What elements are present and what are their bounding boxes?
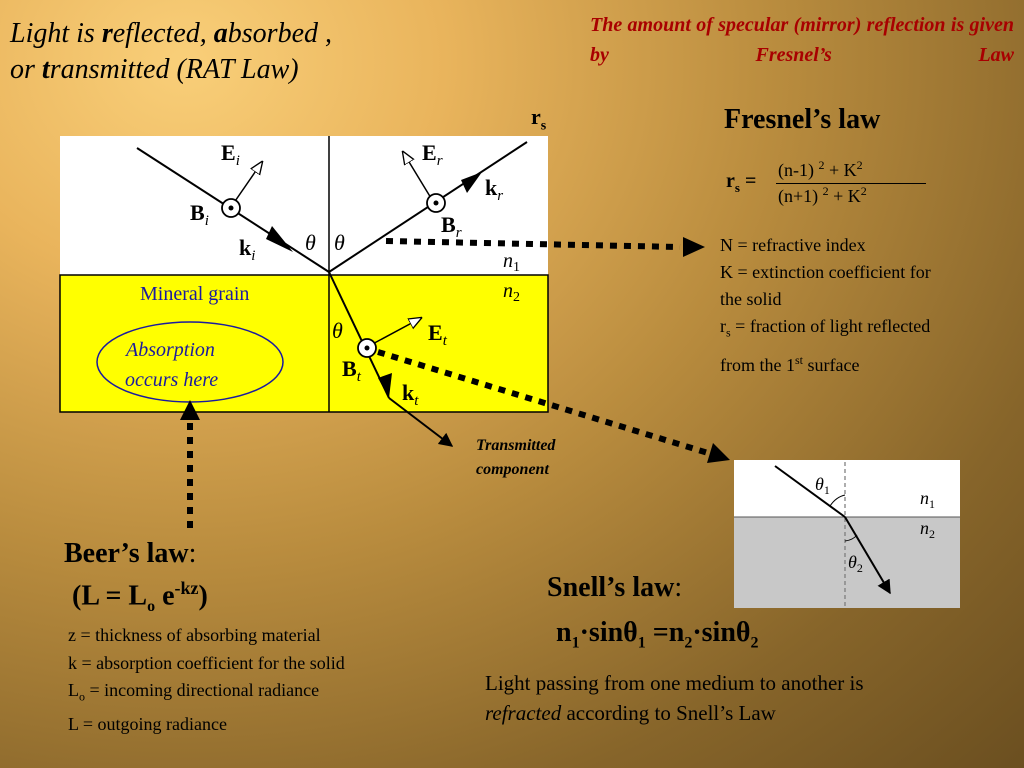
k-incident-label: ki <box>239 235 255 264</box>
snell-n2-label: n2 <box>920 518 935 541</box>
mineral-grain-label: Mineral grain <box>140 283 249 305</box>
b-transmitted-symbol <box>357 338 377 358</box>
pointer-to-snell <box>377 349 709 456</box>
beer-equation: (L = Lo e-kz) <box>72 578 208 615</box>
snell-angle1-arc <box>829 494 846 507</box>
absorption-line2: occurs here <box>125 369 218 391</box>
snell-n1-label: n1 <box>920 488 935 511</box>
snell-equation: n1·sinθ1 =n2·sinθ2 <box>556 617 759 652</box>
snell-incident-ray <box>774 465 846 518</box>
k-reflected-label: kr <box>485 175 503 204</box>
fresnel-fraction-bar <box>776 183 926 184</box>
fresnel-numerator: (n-1) 2 + K2 <box>778 158 863 180</box>
pointer-to-fresnel-head <box>683 237 705 257</box>
fresnel-lhs: rs = <box>726 170 757 195</box>
fresnel-legend: N = refractive index K = extinction coef… <box>720 235 931 375</box>
n2-label: n2 <box>503 280 520 305</box>
snell-angle2-arc <box>844 534 858 542</box>
snell-theta1-label: θ1 <box>815 474 830 497</box>
absorption-line1: Absorption <box>124 339 215 361</box>
e-incident-vector <box>230 162 262 208</box>
e-reflected-vector <box>403 152 435 204</box>
rs-label: rs <box>531 104 547 134</box>
pointer-to-beer-head <box>180 400 200 420</box>
beer-legend: z = thickness of absorbing material k = … <box>68 625 345 735</box>
e-reflected-label: Er <box>422 140 443 169</box>
b-transmitted-label: Bt <box>342 356 362 385</box>
transmitted-arrowhead <box>378 373 392 398</box>
theta-reflected-label: θ <box>334 230 345 255</box>
slide-title: Light is reflected, absorbed , or transm… <box>10 18 333 85</box>
incident-arrowhead <box>266 226 293 252</box>
snell-description: Light passing from one medium to another… <box>485 671 864 725</box>
snell-refracted-ray <box>844 516 891 595</box>
snell-title: Snell’s law: <box>547 572 683 603</box>
specular-note: The amount of specular (mirror) reflecti… <box>590 14 1014 66</box>
b-incident-label: Bi <box>190 200 209 229</box>
snell-inset-lower <box>734 517 960 608</box>
snell-inset-upper <box>734 460 960 517</box>
snell-theta2-label: θ2 <box>848 552 863 575</box>
transmitted-component-label: Transmitted component <box>476 437 556 478</box>
fresnel-title: Fresnel’s law <box>724 104 881 135</box>
theta-transmitted-label: θ <box>332 318 343 343</box>
transmitted-ray <box>328 271 390 399</box>
theta-incident-label: θ <box>305 230 316 255</box>
pointer-to-snell-head <box>707 443 730 463</box>
beer-title: Beer’s law: <box>64 538 197 569</box>
e-incident-label: Ei <box>221 140 240 169</box>
fresnel-denominator: (n+1) 2 + K2 <box>778 184 867 206</box>
mineral-grain <box>59 274 549 413</box>
e-transmitted-vector <box>366 318 421 348</box>
reflected-arrowhead <box>461 172 482 193</box>
b-incident-symbol <box>221 198 241 218</box>
b-reflected-label: Br <box>441 212 462 241</box>
transmitted-component-line <box>388 397 454 447</box>
air-medium <box>60 136 548 275</box>
n1-label: n1 <box>503 250 520 275</box>
e-transmitted-label: Et <box>428 320 448 349</box>
k-transmitted-label: kt <box>402 380 419 409</box>
b-reflected-symbol <box>426 193 446 213</box>
